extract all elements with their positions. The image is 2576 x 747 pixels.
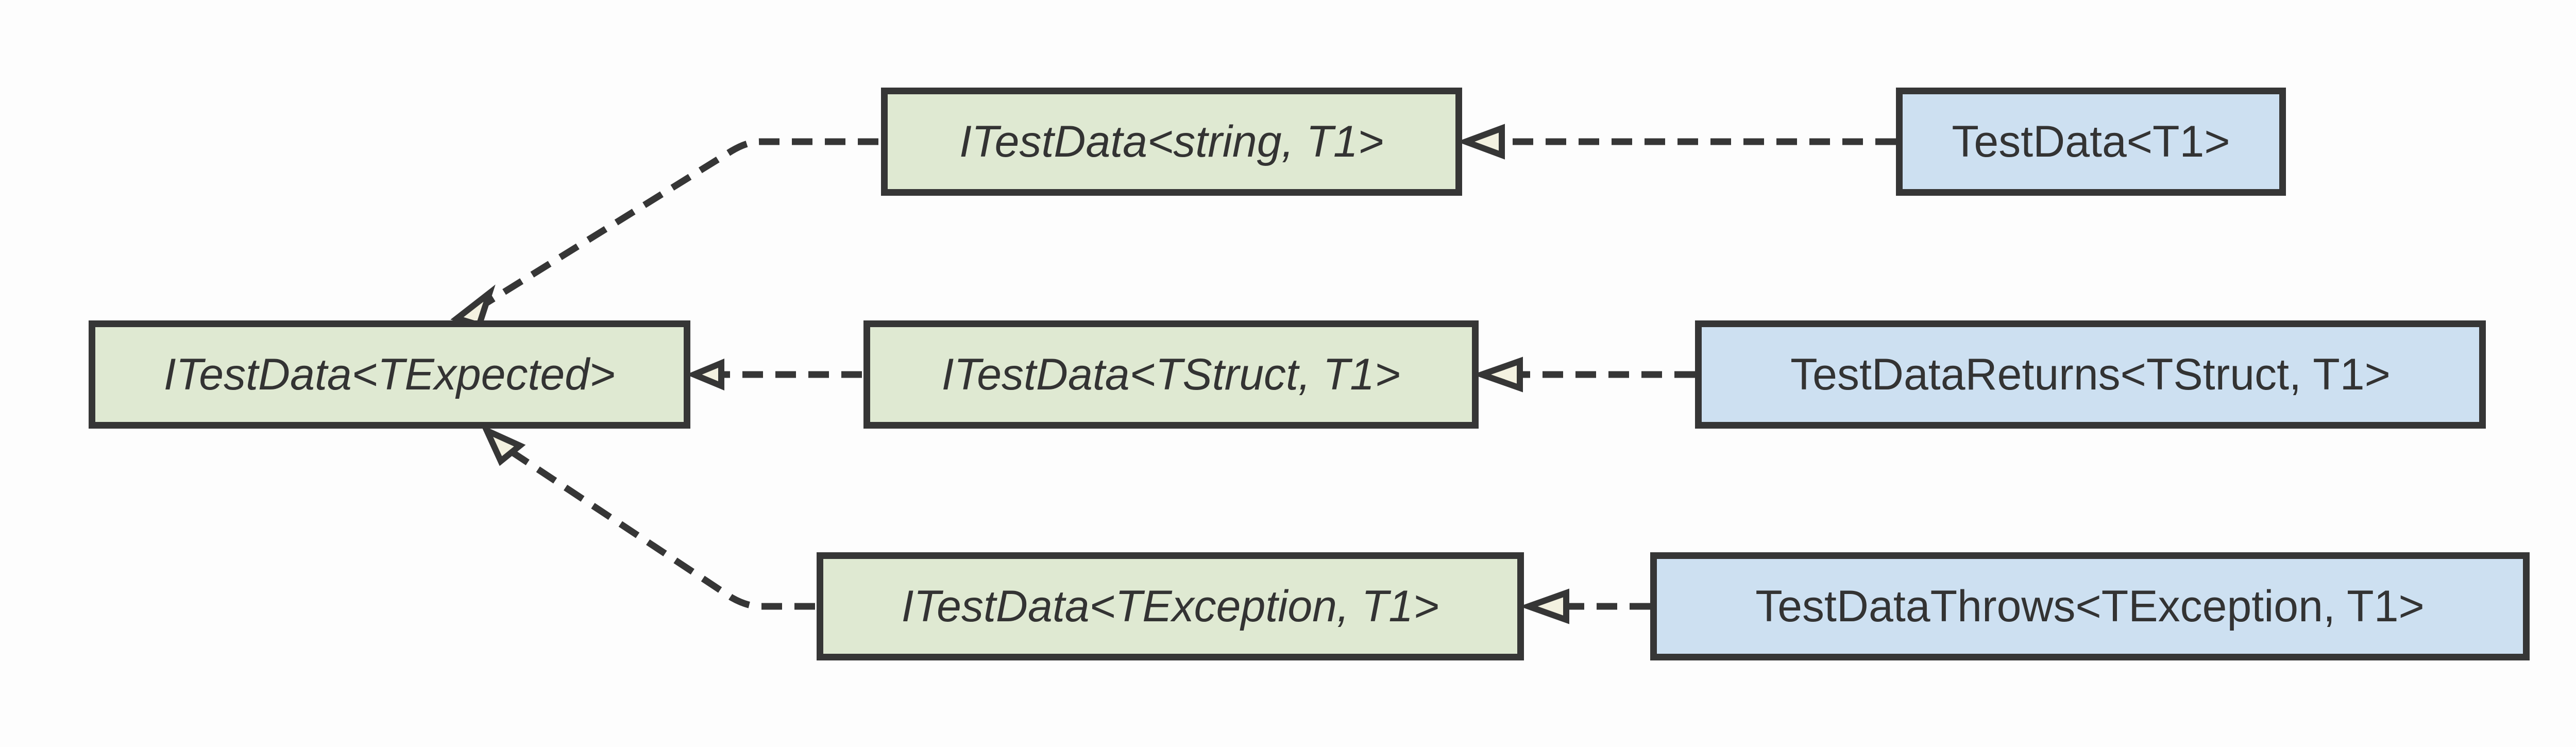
node-class-throws: TestDataThrows<TException, T1> [1650,552,2530,660]
edge-iface-string-to-root [474,138,878,312]
node-iface-struct: ITestData<TStruct, T1> [863,320,1479,429]
arrowhead-icon [1519,588,1569,624]
arrowhead-icon [1472,356,1523,393]
arrowhead-icon [1456,124,1505,160]
node-root-interface: ITestData<TExpected> [89,320,690,429]
arrowhead-icon [686,359,724,391]
node-iface-exception: ITestData<TException, T1> [817,552,1524,660]
node-iface-string: ITestData<string, T1> [881,88,1462,196]
edge-iface-exception-to-root [508,448,815,610]
arrowhead-icon [480,424,526,466]
node-class-testdata: TestData<T1> [1896,88,2286,196]
node-class-returns: TestDataReturns<TStruct, T1> [1695,320,2486,429]
